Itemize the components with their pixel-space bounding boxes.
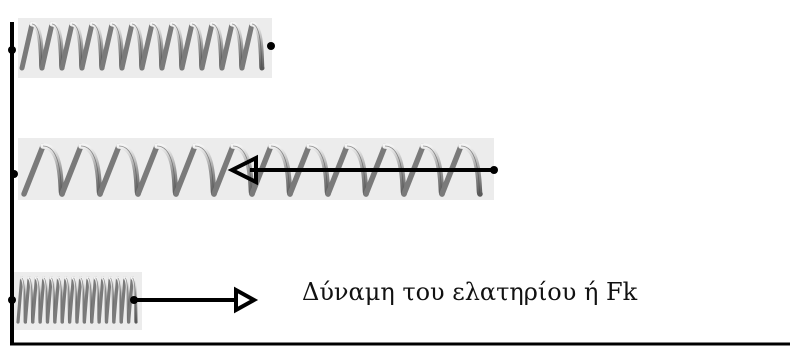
spring-2-coils xyxy=(21,143,483,197)
force-label: Δύναμη του ελατηρίου ή Fk xyxy=(302,278,638,306)
coil-back-strand xyxy=(99,21,115,71)
coil-back-strand xyxy=(211,143,236,197)
coil-back-strand xyxy=(239,21,255,71)
coil-back-strand xyxy=(179,21,195,71)
coil-back-strand xyxy=(104,276,112,324)
coil-back-strand xyxy=(31,276,39,324)
coil-back-strand xyxy=(112,276,120,324)
spring-2-wall-end-dot xyxy=(10,170,18,178)
coil-back-strand xyxy=(90,276,98,324)
spring-natural-length xyxy=(8,18,275,78)
spring-compressed xyxy=(8,272,259,330)
coil-back-strand xyxy=(119,276,127,324)
coil-back-strand xyxy=(97,276,105,324)
coil-back-strand xyxy=(199,21,215,71)
coil-back-strand xyxy=(19,21,35,71)
coil-back-strand xyxy=(60,276,68,324)
force-arrow-right-head xyxy=(234,286,259,314)
coil-back-strand xyxy=(23,276,31,324)
coil-back-strand xyxy=(82,276,90,324)
coil-back-strand xyxy=(38,276,46,324)
spring-1-free-end-dot xyxy=(267,42,275,50)
coil-back-strand xyxy=(139,21,155,71)
coil-back-strand xyxy=(135,143,160,197)
coil-back-strand xyxy=(45,276,53,324)
coil-edge xyxy=(251,23,263,69)
coil-back-strand xyxy=(21,143,46,197)
spring-1-coils xyxy=(19,21,265,71)
coil-back-strand xyxy=(79,21,95,71)
coil-back-strand xyxy=(68,276,75,324)
spring-1-wall-end-dot xyxy=(8,46,16,54)
coil-back-strand xyxy=(97,143,122,197)
coil-back-strand xyxy=(59,21,75,71)
coil-back-strand xyxy=(119,21,135,71)
spring-3-wall-end-dot xyxy=(8,296,16,304)
spring-stretched xyxy=(10,138,498,200)
coil-back-strand xyxy=(53,276,61,324)
coil-back-strand xyxy=(75,276,83,324)
coil-back-strand xyxy=(159,21,175,71)
spring-3-coils xyxy=(16,276,138,324)
coil-back-strand xyxy=(219,21,235,71)
force-arrow-left-head xyxy=(227,154,258,186)
coil-back-strand xyxy=(173,143,198,197)
coil-back-strand xyxy=(16,276,24,324)
coil-back-strand xyxy=(59,143,84,197)
coil-back-strand xyxy=(39,21,55,71)
